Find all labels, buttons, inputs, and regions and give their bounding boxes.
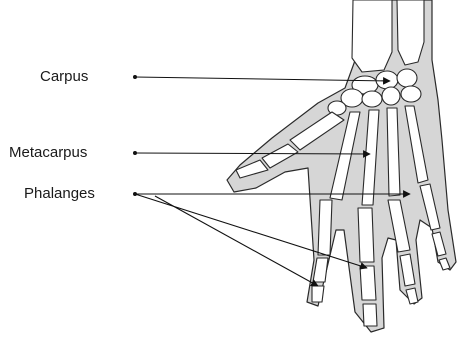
- radius-bone: [352, 0, 392, 72]
- phalanges-leader-line-3: [155, 196, 318, 286]
- phalanges-label: Phalanges: [24, 185, 95, 202]
- ulna-bone: [397, 0, 424, 65]
- metacarpus-label: Metacarpus: [9, 144, 87, 161]
- carpus-label: Carpus: [40, 68, 88, 85]
